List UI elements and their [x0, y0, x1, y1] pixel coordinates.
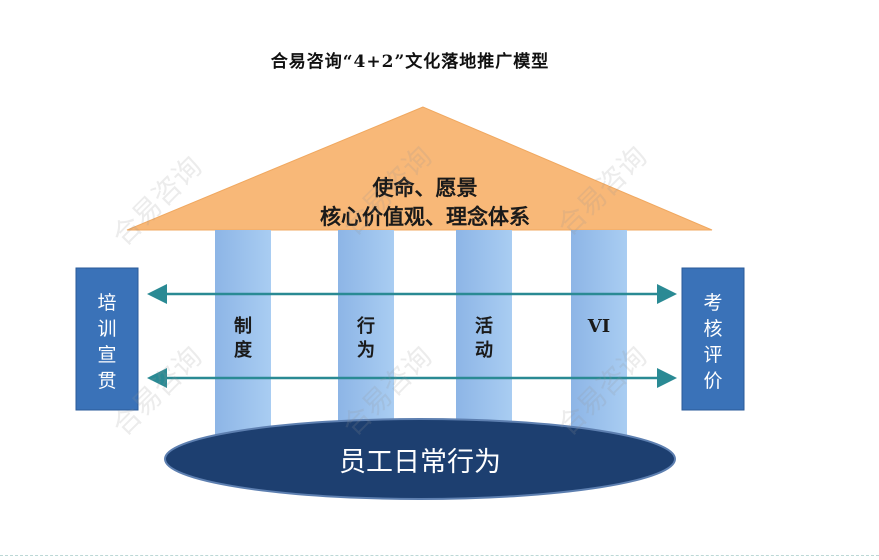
left-box [75, 267, 139, 411]
diagram-title: 合易咨询“4+2”文化落地推广模型 [270, 52, 550, 72]
pillar-label: 行 为 [357, 316, 375, 361]
pillar-3 [456, 230, 512, 435]
pillar-1 [215, 230, 271, 435]
page-divider [0, 555, 879, 556]
right-box [681, 267, 745, 411]
roof [126, 106, 713, 231]
pillar-2 [338, 230, 394, 435]
foundation-ellipse [164, 418, 676, 500]
pillar-4 [571, 230, 627, 435]
right-box-label: 考 核 评 价 [703, 292, 723, 392]
pillar-label: 制 度 [234, 316, 252, 361]
foundation-label: 员工日常行为 [339, 447, 501, 478]
roof-line-1: 使命、愿景 [372, 175, 478, 200]
left-box-label: 培 训 宣 贯 [97, 292, 117, 392]
pillar-label: VI [587, 316, 611, 337]
roof-line-2: 核心价值观、理念体系 [320, 204, 530, 229]
pillar-label: 活 动 [475, 316, 493, 361]
